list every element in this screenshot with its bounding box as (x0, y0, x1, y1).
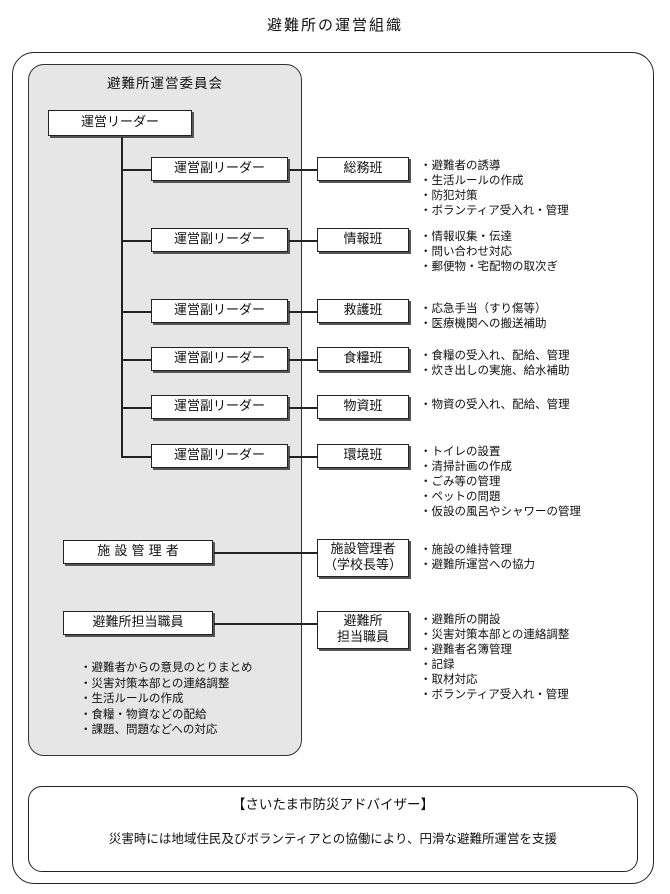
team-duties-kyugo: 応急手当（すり傷等） 医療機関への搬送補助 (420, 301, 547, 331)
duty-item: 物資の受入れ、配給、管理 (420, 397, 570, 412)
sub-leader-box: 運営副リーダー (151, 444, 288, 468)
shelter-staff-box: 避難所 担当職員 (317, 611, 409, 649)
duty-item: 記録 (420, 657, 569, 672)
facility-box: 施設管理者 （学校長等） (317, 539, 409, 577)
team-label: 救護班 (343, 302, 383, 318)
duty-item: 問い合わせ対応 (420, 244, 558, 259)
staff-label: 避難所担当職員 (92, 614, 184, 630)
leader-label: 運営リーダー (80, 114, 159, 130)
team-box-kankyo: 環境班 (317, 444, 409, 468)
duty-item: 生活ルールの作成 (80, 691, 253, 707)
shelter-staff-line1: 避難所 (343, 613, 383, 629)
connector-line (289, 240, 317, 242)
duty-item: ボランティア受入れ・管理 (420, 687, 569, 702)
duty-item: 避難者からの意見のとりまとめ (80, 660, 253, 676)
sub-leader-box: 運営副リーダー (151, 347, 288, 371)
duty-item: 施設の維持管理 (420, 542, 535, 557)
facility-manager-box: 施 設 管 理 者 (63, 540, 213, 564)
team-duties-shokuryo: 食糧の受入れ、配給、管理 炊き出しの実施、給水補助 (420, 348, 570, 378)
shelter-staff-duties: 避難所の開設 災害対策本部との連絡調整 避難者名簿管理 記録 取材対応 ボランテ… (420, 612, 570, 702)
duty-item: 課題、問題などへの対応 (80, 722, 253, 738)
duty-item: 食糧の受入れ、配給、管理 (420, 348, 570, 363)
team-label: 食糧班 (343, 350, 383, 366)
page-title: 避難所の運営組織 (266, 16, 403, 34)
leader-box: 運営リーダー (48, 110, 192, 136)
duty-item: 避難者名簿管理 (420, 642, 569, 657)
team-box-busshi: 物資班 (317, 395, 409, 419)
duty-item: 災害対策本部との連絡調整 (80, 676, 253, 692)
connector-line (214, 552, 317, 554)
duty-item: 炊き出しの実施、給水補助 (420, 363, 570, 378)
connector-line (289, 456, 317, 458)
sub-leader-label: 運営副リーダー (173, 231, 265, 247)
duty-item: 食糧・物資などの配給 (80, 707, 253, 723)
team-duties-joho: 情報収集・伝達 問い合わせ対応 郵便物・宅配物の取次ぎ (420, 229, 559, 274)
branch-line (121, 359, 152, 361)
advisor-panel (28, 786, 638, 872)
committee-duties: 避難者からの意見のとりまとめ 災害対策本部との連絡調整 生活ルールの作成 食糧・… (80, 660, 253, 738)
duty-item: 災害対策本部との連絡調整 (420, 627, 570, 642)
connector-line (214, 623, 317, 625)
staff-box: 避難所担当職員 (63, 611, 213, 635)
duty-item: 郵便物・宅配物の取次ぎ (420, 259, 559, 274)
team-label: 総務班 (343, 160, 383, 176)
sub-leader-box: 運営副リーダー (151, 157, 288, 181)
team-box-kyugo: 救護班 (317, 299, 409, 323)
team-box-joho: 情報班 (317, 228, 409, 252)
duty-item: 清掃計画の作成 (420, 459, 581, 474)
sub-leader-label: 運営副リーダー (173, 302, 265, 318)
advisor-title: 【さいたま市防災アドバイザー】 (231, 797, 435, 813)
team-duties-somu: 避難者の誘導 生活ルールの作成 防犯対策 ボランティア受入れ・管理 (420, 158, 569, 218)
duty-item: 仮設の風呂やシャワーの管理 (420, 504, 582, 519)
sub-leader-label: 運営副リーダー (173, 398, 265, 414)
team-label: 環境班 (343, 447, 383, 463)
committee-title: 避難所運営委員会 (107, 76, 223, 92)
branch-line (121, 456, 152, 458)
team-duties-busshi: 物資の受入れ、配給、管理 (420, 397, 570, 412)
team-duties-kankyo: トイレの設置 清掃計画の作成 ごみ等の管理 ペットの問題 仮設の風呂やシャワーの… (420, 444, 582, 519)
branch-line (121, 407, 152, 409)
sub-leader-label: 運営副リーダー (173, 160, 265, 176)
branch-line (121, 169, 152, 171)
sub-leader-box: 運営副リーダー (151, 395, 288, 419)
sub-leader-box: 運営副リーダー (151, 299, 288, 323)
leader-trunk-line (121, 137, 123, 457)
duty-item: 避難所の開設 (420, 612, 569, 627)
branch-line (121, 240, 152, 242)
organization-frame (12, 52, 654, 884)
duty-item: 避難所運営への協力 (420, 557, 536, 572)
duty-item: ペットの問題 (420, 489, 581, 504)
shelter-staff-line2: 担当職員 (336, 630, 389, 645)
duty-item: 生活ルールの作成 (420, 173, 569, 188)
facility-line1: 施設管理者 (330, 541, 396, 557)
connector-line (289, 359, 317, 361)
duty-item: ごみ等の管理 (420, 474, 581, 489)
duty-item: 情報収集・伝達 (420, 229, 558, 244)
sub-leader-label: 運営副リーダー (173, 350, 265, 366)
team-label: 情報班 (343, 231, 383, 247)
connector-line (289, 311, 317, 313)
duty-item: 避難者の誘導 (420, 158, 569, 173)
facility-line2: （学校長等） (323, 558, 402, 573)
facility-manager-label: 施 設 管 理 者 (97, 543, 179, 559)
advisor-description: 災害時には地域住民及びボランティアとの協働により、円滑な避難所運営を支援 (108, 831, 558, 846)
duty-item: 医療機関への搬送補助 (420, 316, 547, 331)
team-box-somu: 総務班 (317, 157, 409, 181)
team-label: 物資班 (343, 398, 383, 414)
connector-line (289, 407, 317, 409)
team-box-shokuryo: 食糧班 (317, 347, 409, 371)
duty-item: 応急手当（すり傷等） (420, 301, 547, 316)
duty-item: 取材対応 (420, 672, 569, 687)
facility-duties: 施設の維持管理 避難所運営への協力 (420, 542, 536, 572)
duty-item: トイレの設置 (420, 444, 581, 459)
connector-line (289, 169, 317, 171)
sub-leader-box: 運営副リーダー (151, 228, 288, 252)
branch-line (121, 311, 152, 313)
duty-item: ボランティア受入れ・管理 (420, 203, 569, 218)
duty-item: 防犯対策 (420, 188, 569, 203)
sub-leader-label: 運営副リーダー (173, 447, 265, 463)
